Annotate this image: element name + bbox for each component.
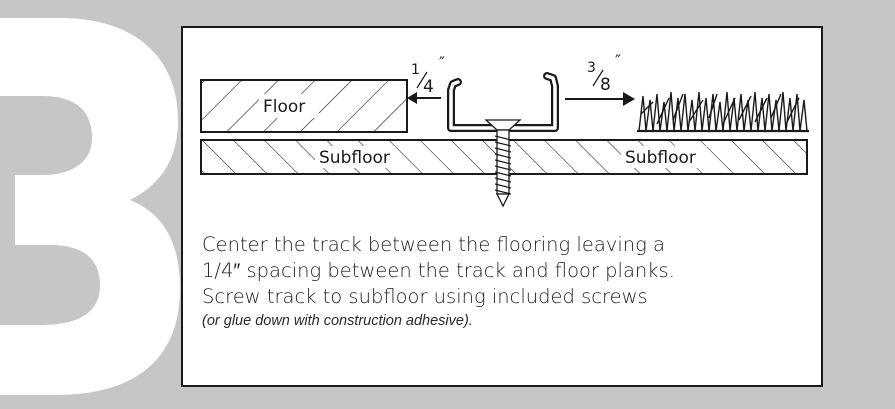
floor-plank: Floor bbox=[200, 79, 408, 133]
left-gap-arrow bbox=[407, 92, 441, 104]
instruction-card: Floor Subfloor Subfloor bbox=[181, 26, 823, 387]
right-gap-arrow bbox=[565, 92, 635, 106]
instruction-line-1: Center the track between the flooring le… bbox=[202, 233, 665, 256]
left-gap-measurement: 1 4 ″ bbox=[411, 53, 445, 97]
screw-icon bbox=[484, 119, 522, 208]
installation-diagram: Floor Subfloor Subfloor bbox=[200, 51, 809, 208]
svg-text:4: 4 bbox=[423, 77, 434, 97]
floor-label: Floor bbox=[263, 97, 305, 117]
instruction-note: (or glue down with construction adhesive… bbox=[202, 313, 473, 329]
carpet-fibers bbox=[637, 91, 809, 133]
svg-text:″: ″ bbox=[439, 53, 445, 72]
instructions-text: Center the track between the flooring le… bbox=[202, 232, 812, 332]
instruction-line-2: 1/4″ spacing between the track and floor… bbox=[202, 259, 675, 282]
svg-text:3: 3 bbox=[587, 60, 596, 76]
subfloor-left-label: Subfloor bbox=[319, 148, 390, 168]
subfloor-right-label: Subfloor bbox=[625, 148, 696, 168]
step-number-graphic: 3 bbox=[0, 18, 180, 395]
instruction-line-3: Screw track to subfloor using included s… bbox=[202, 285, 648, 308]
svg-text:″: ″ bbox=[615, 51, 621, 70]
right-gap-measurement: 3 8 ″ bbox=[587, 51, 621, 95]
svg-text:1: 1 bbox=[411, 62, 420, 78]
svg-text:8: 8 bbox=[600, 75, 611, 95]
